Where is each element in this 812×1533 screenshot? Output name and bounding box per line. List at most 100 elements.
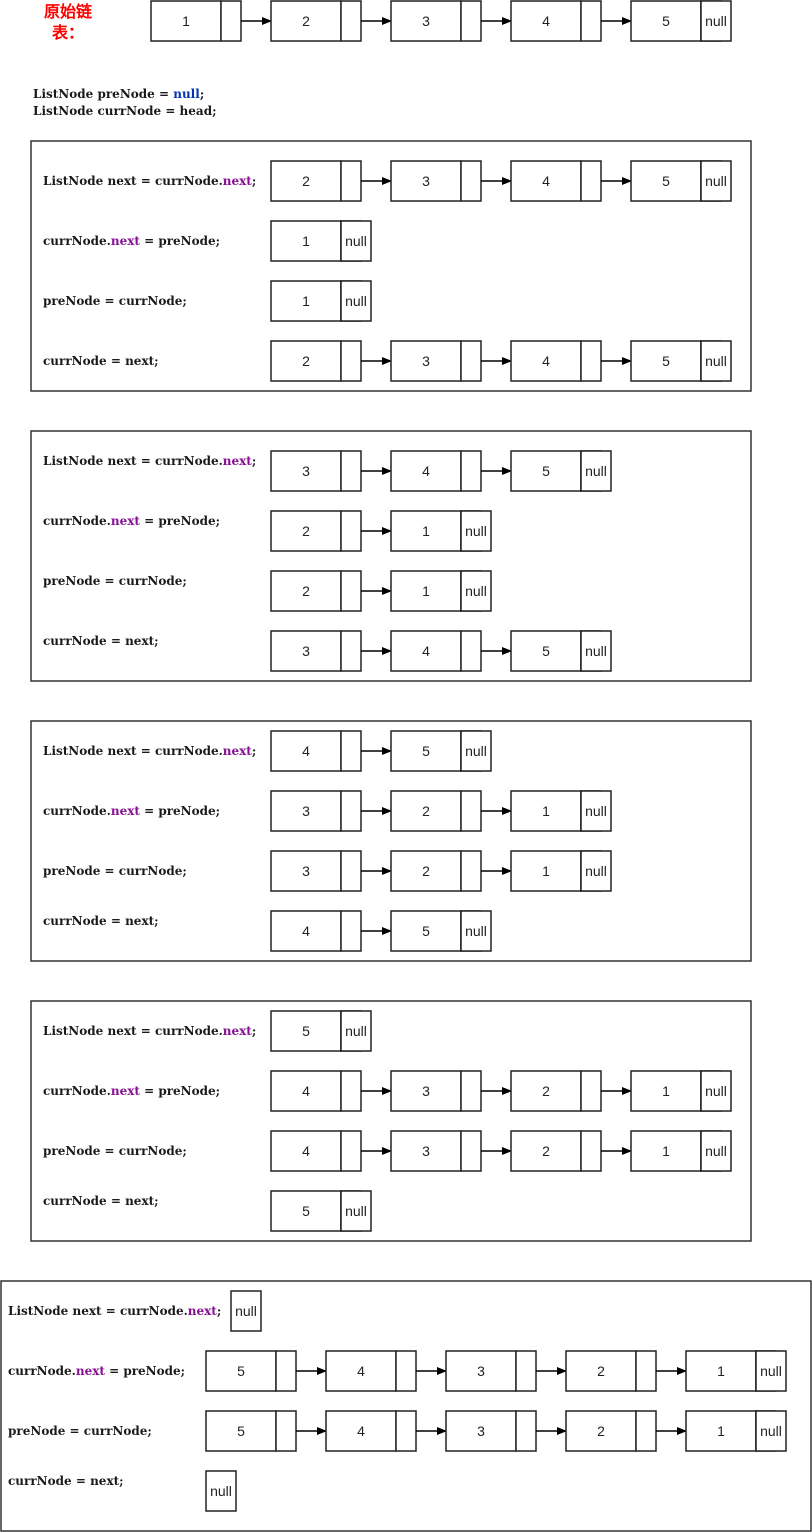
null-label: null [585, 463, 607, 479]
node-value-box [270, 1070, 342, 1112]
list-node: 4 [270, 1130, 392, 1172]
null-label: null [465, 923, 487, 939]
node-pointer-box [580, 1130, 602, 1172]
code-text: currNode = next; [43, 1194, 159, 1208]
node-value: 4 [302, 1083, 310, 1099]
list-node: 2 [510, 1070, 632, 1112]
node-value-box [510, 340, 582, 382]
node-value-box [630, 340, 702, 382]
node-value: 5 [237, 1363, 245, 1379]
code-reverse-link: currNode.next = preNode; [43, 804, 220, 818]
node-value-box [390, 630, 462, 672]
list-node: 4 [270, 730, 392, 772]
step-2: ListNode next = currNode.next;currNode.n… [30, 430, 752, 682]
null-label: null [345, 293, 367, 309]
code-text: ListNode preNode = [33, 87, 173, 101]
node-value: 5 [237, 1423, 245, 1439]
keyword-next: next [223, 1024, 253, 1038]
list-node: 1 null [685, 1410, 787, 1452]
node-value-box [270, 220, 342, 262]
code-text: preNode = currNode; [43, 294, 187, 308]
node-value: 1 [422, 523, 430, 539]
node-value: 1 [662, 1083, 670, 1099]
node-pointer-box [340, 730, 362, 772]
node-value: 2 [422, 803, 430, 819]
code-text: currNode. [43, 514, 111, 528]
node-value-box [390, 730, 462, 772]
node-pointer-box [340, 1130, 362, 1172]
node-value: 3 [422, 1143, 430, 1159]
null-label: null [235, 1303, 257, 1319]
node-pointer-box [635, 1410, 657, 1452]
node-value-box [270, 910, 342, 952]
node-value: 5 [662, 173, 670, 189]
node-value-box [270, 510, 342, 552]
node-value: 2 [597, 1363, 605, 1379]
null-box [580, 630, 612, 672]
node-value-box [510, 790, 582, 832]
code-advance-prenode: preNode = currNode; [43, 294, 187, 308]
code-text: currNode = next; [8, 1474, 124, 1488]
list-node: 3 [390, 1130, 512, 1172]
list-node: 2 [270, 340, 392, 382]
node-pointer-box [340, 1070, 362, 1112]
code-reverse-link: currNode.next = preNode; [8, 1364, 185, 1378]
node-pointer-box [340, 510, 362, 552]
code-advance-currnode: currNode = next; [8, 1474, 124, 1488]
node-value: 4 [302, 743, 310, 759]
list-node: 2 [270, 570, 392, 612]
node-value: 4 [422, 463, 430, 479]
null-box [700, 1130, 732, 1172]
node-pointer-box [460, 160, 482, 202]
keyword-next: next [111, 804, 141, 818]
null-label: null [705, 353, 727, 369]
null-box [205, 1470, 237, 1512]
node-pointer-box [580, 160, 602, 202]
code-advance-prenode: preNode = currNode; [43, 574, 187, 588]
node-value-box [565, 1350, 637, 1392]
code-advance-currnode: currNode = next; [43, 354, 159, 368]
code-advance-currnode: currNode = next; [43, 634, 159, 648]
code-advance-prenode: preNode = currNode; [43, 1144, 187, 1158]
node-value: 5 [422, 743, 430, 759]
null-label: null [760, 1363, 782, 1379]
code-text: ; [252, 1024, 256, 1038]
node-value: 4 [542, 353, 550, 369]
node-pointer-box [460, 630, 482, 672]
node-value-box [270, 280, 342, 322]
step-4: ListNode next = currNode.next;currNode.n… [30, 1000, 752, 1242]
null-box [580, 450, 612, 492]
node-value-box [510, 1070, 582, 1112]
list-advance-currnode: null [205, 1470, 237, 1512]
code-next-assign: ListNode next = currNode.next; [8, 1304, 221, 1318]
null-label: null [760, 1423, 782, 1439]
node-pointer-box [340, 570, 362, 612]
code-text: currNode. [43, 234, 111, 248]
node-value-box [510, 0, 582, 42]
node-value-box [205, 1410, 277, 1452]
list-node: 2 [270, 0, 392, 42]
code-text: = preNode; [105, 1364, 185, 1378]
keyword-next: next [111, 1084, 141, 1098]
null-box [700, 1070, 732, 1112]
node-value-box [270, 1010, 342, 1052]
keyword-next: next [223, 174, 253, 188]
null-label: null [345, 1023, 367, 1039]
code-next-assign: ListNode next = currNode.next; [43, 174, 256, 188]
node-value: 1 [717, 1423, 725, 1439]
null-label: null [705, 13, 727, 29]
title-line-1: 原始链 [44, 2, 93, 21]
node-value: 5 [302, 1203, 310, 1219]
null-box [230, 1290, 262, 1332]
step-1: ListNode next = currNode.next; currNode. n… [30, 140, 752, 392]
node-value: 2 [302, 353, 310, 369]
